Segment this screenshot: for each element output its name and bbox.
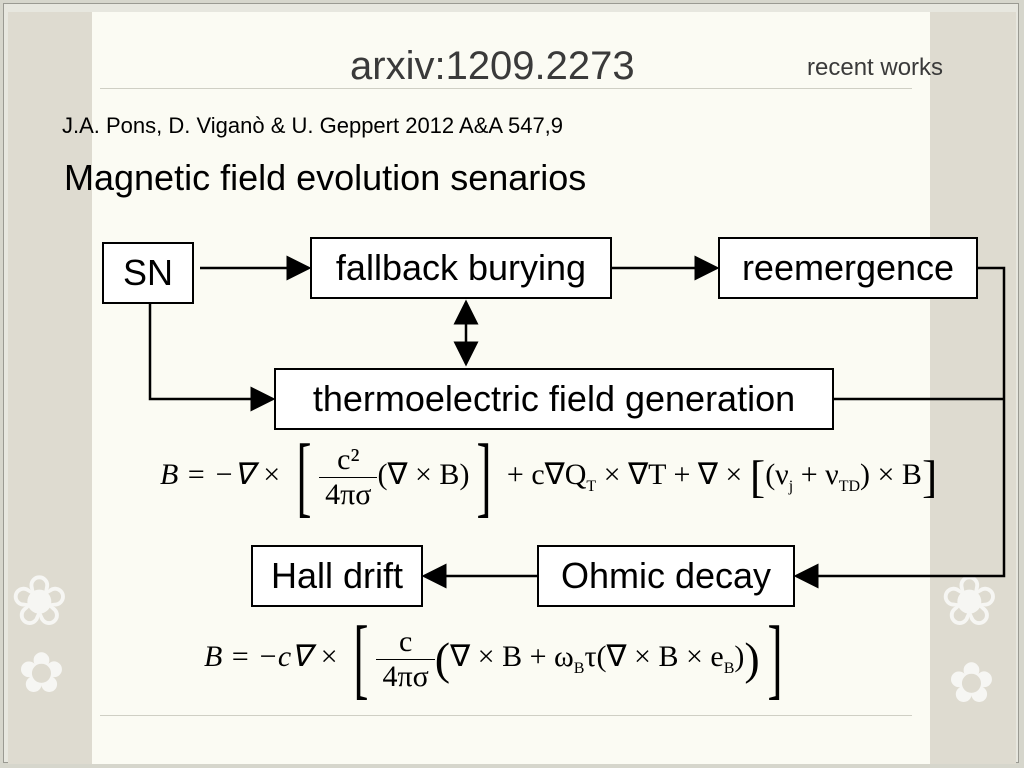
slide-title: arxiv:1209.2273 xyxy=(350,44,635,88)
eq2-numerator: c xyxy=(376,625,435,660)
eq1-curl: (∇ × B) xyxy=(377,457,470,491)
footer-rule xyxy=(100,715,912,716)
section-heading: Magnetic field evolution senarios xyxy=(64,157,587,198)
title-rule xyxy=(100,88,912,89)
node-ohmic-decay: Ohmic decay xyxy=(537,545,795,607)
slide-tag: recent works xyxy=(807,54,944,81)
eq1-sub-td: TD xyxy=(838,477,861,495)
eq1-grad-term: × ∇T + ∇ × xyxy=(603,457,743,491)
eq2-end: ) xyxy=(734,639,745,673)
eq2-lhs: B = −c∇ × xyxy=(204,639,339,673)
decor-side-left xyxy=(8,12,92,764)
flower-decor-icon: ✿ xyxy=(18,641,65,704)
citation: J.A. Pons, D. Viganò & U. Geppert 2012 A… xyxy=(62,113,564,138)
node-hall-drift: Hall drift xyxy=(251,545,423,607)
eq1-end: ) × B xyxy=(860,457,922,491)
decor-side-right xyxy=(930,12,1016,764)
connector-reemergence-ohmic xyxy=(793,266,1006,589)
eq1-denominator: 4πσ xyxy=(325,477,372,511)
flower-decor-icon: ✿ xyxy=(948,651,995,714)
eq2-sub-b2: B xyxy=(723,659,735,677)
eq2-body2: τ(∇ × B × e xyxy=(584,639,724,673)
node-reemergence: reemergence xyxy=(718,237,978,299)
eq2-denominator: 4πσ xyxy=(382,659,429,693)
node-thermoelectric: thermoelectric field generation xyxy=(274,368,834,430)
eq2-body: ∇ × B + ω xyxy=(450,639,574,673)
eq1-nu: (ν xyxy=(765,457,789,491)
eq1-sub-t: T xyxy=(586,477,597,495)
node-sn: SN xyxy=(102,242,194,304)
eq1-sub-j: j xyxy=(788,477,794,495)
eq1-thermo-term: + c∇Q xyxy=(506,457,587,491)
eq1-plus-nu: + ν xyxy=(793,457,839,491)
flower-decor-icon: ❀ xyxy=(10,562,69,640)
eq2-sub-b: B xyxy=(573,659,585,677)
eq1-numerator: c² xyxy=(319,443,378,478)
connector-sn-thermo xyxy=(148,304,276,412)
node-fallback-burying: fallback burying xyxy=(310,237,612,299)
eq1-lhs: B = −∇ × xyxy=(160,457,282,491)
